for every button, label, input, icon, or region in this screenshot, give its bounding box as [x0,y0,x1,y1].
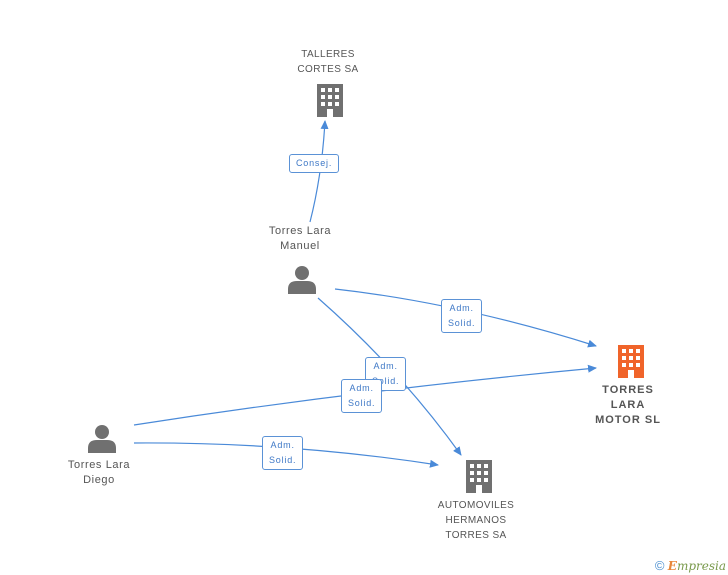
person-label-diego[interactable]: Torres Lara Diego [49,458,149,488]
edge-manuel-talleres [309,120,329,223]
edge-role-line: Adm. [449,303,474,313]
edge-label-adm-solid[interactable]: Adm. Solid. [262,436,304,470]
company-name-line: TALLERES [301,49,355,60]
person-name-line: Manuel [280,240,320,252]
company-name-line: HERMANOS [445,515,507,526]
company-name-line: MOTOR SL [595,414,661,426]
company-name-line: LARA [610,399,646,411]
edge-label-adm-solid[interactable]: Adm. Solid. [341,379,383,413]
brand-footer[interactable]: © Empresia [655,558,726,573]
building-icon[interactable] [466,460,492,493]
edge-role-line: Adm. [349,383,374,393]
person-name-line: Torres Lara [268,225,332,237]
edge-role-line: Solid. [269,455,297,465]
building-icon[interactable] [317,84,343,117]
edge-role-line: Adm. [270,440,295,450]
company-label-torres-lara-motor[interactable]: TORRES LARA MOTOR SL [578,383,678,428]
person-label-manuel[interactable]: Torres Lara Manuel [250,224,350,254]
company-name-line: CORTES SA [297,64,359,75]
edge-label-adm-solid[interactable]: Adm. Solid. [441,299,483,333]
company-label-automoviles[interactable]: AUTOMOVILES HERMANOS TORRES SA [421,498,531,543]
company-name-line: TORRES [602,384,654,396]
person-icon[interactable] [88,425,116,453]
company-name-line: AUTOMOVILES [437,500,515,511]
edge-role-line: Adm. [373,361,398,371]
edge-role-line: Solid. [448,318,476,328]
person-name-line: Torres Lara [67,459,131,471]
edge-role-line: Consej. [296,158,333,168]
company-label-talleres-cortes[interactable]: TALLERES CORTES SA [278,47,378,77]
company-name-line: TORRES SA [445,530,507,541]
edge-role-line: Solid. [348,398,376,408]
person-name-line: Diego [83,474,115,486]
brand-logo-text: mpresia [676,559,726,573]
brand-logo-initial: E [667,559,677,573]
edge-role-line: Solid. [372,376,400,386]
edge-label-consej[interactable]: Consej. [289,154,340,173]
person-icon[interactable] [288,266,316,294]
building-icon[interactable] [618,345,644,378]
copyright-icon: © [654,558,665,573]
